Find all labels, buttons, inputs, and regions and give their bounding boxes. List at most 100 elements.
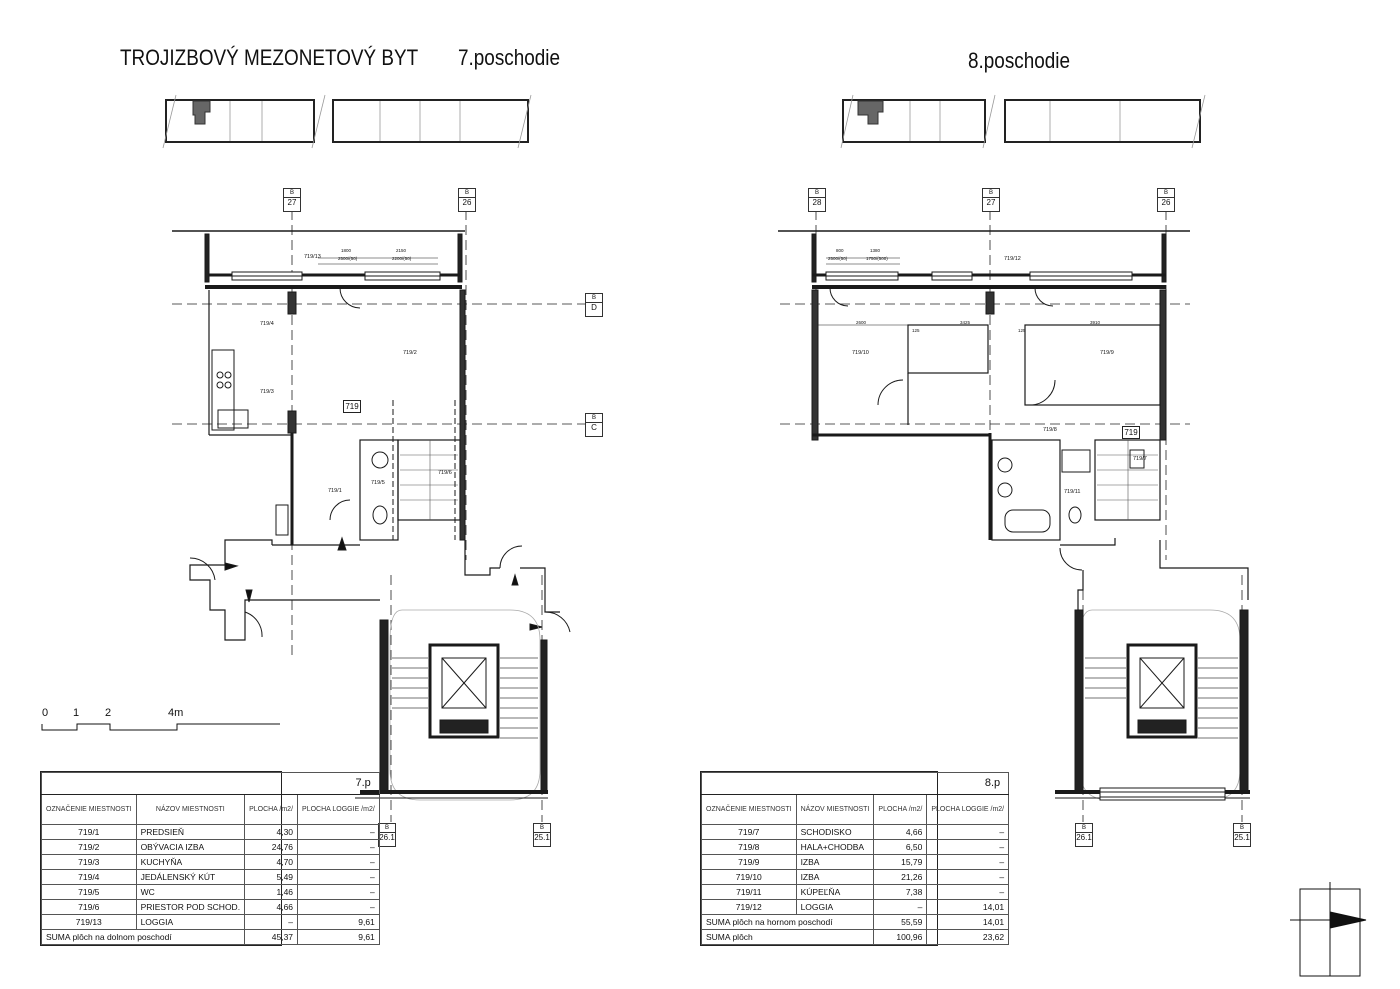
table-cell: 7,38 [873,884,928,900]
room-label: 719/12 [1004,256,1021,262]
sum-label: SUMA plôch na dolnom poschodí [40,929,246,945]
table-cell: 719/10 [701,869,797,885]
table-cell: – [297,899,380,915]
table-cell: JEDÁLENSKÝ KÚT [135,869,246,885]
scale-0: 0 [42,707,49,719]
floor7-title: 7.poschodie [458,45,561,70]
col-header: PLOCHA /m2/ [873,794,928,825]
dim-label: 2500/(50) [828,256,848,261]
floor8-plan [778,210,1250,822]
table-cell: 719/4 [41,869,137,885]
north-arrow-icon [1290,882,1367,977]
dim-label: 125 [1018,328,1026,333]
scale-1: 1 [73,707,80,719]
table-cell: – [297,839,380,855]
room-label: 719/9 [1100,350,1114,356]
table-cell: KÚPEĽŇA [795,884,875,900]
room-label: 719/11 [1064,489,1081,495]
table-cell: – [297,824,380,840]
table-cell: – [926,824,1010,840]
dim-label: 2500/(50) [338,256,358,261]
col-header: NÁZOV MIESTNOSTI [135,794,246,825]
room-label: 719/13 [304,254,321,260]
table-cell: PRIESTOR POD SCHOD. [135,899,246,915]
table-cell: 719/2 [41,839,137,855]
table-cell: 719/9 [701,854,797,870]
sum-loggia: 23,62 [926,929,1010,945]
col-header: PLOCHA LOGGIE /m2/ [926,794,1010,825]
sum-area: 100,96 [873,929,928,945]
table-cell: – [926,869,1010,885]
room-label: 719/8 [1043,427,1057,433]
key-plan-8 [840,94,1206,149]
table-cell: OBÝVACIA IZBA [135,839,246,855]
table-cell: 719/3 [41,854,137,870]
col-header: OZNAČENIE MIESTNOSTI [41,794,137,825]
table-cell: 4,70 [244,854,299,870]
table-cell: 21,26 [873,869,928,885]
table-cell: 14,01 [926,899,1010,915]
floor8-title: 8.poschodie [968,48,1071,73]
apartment-tag: 719 [1122,426,1140,439]
table-cell: 5,49 [244,869,299,885]
table-cell: – [297,884,380,900]
sum-area: 45,37 [244,929,299,945]
table-floor-label: 8.p [700,772,1010,795]
apartment-tag: 719 [343,400,361,413]
dim-label: 1380 [870,248,881,253]
table-cell: – [873,899,928,915]
floor7-plan [172,210,585,822]
table-cell: 4,66 [244,899,299,915]
sum-label: SUMA plôch na hornom poschodí [700,914,875,930]
dim-label: 2600 [856,320,867,325]
table-cell: IZBA [795,854,875,870]
table-cell: 4,30 [244,824,299,840]
dim-label: 1750/(500) [866,256,888,261]
sum-loggia: 9,61 [297,929,380,945]
table-cell: HALA+CHODBA [795,839,875,855]
page-title: TROJIZBOVÝ MEZONETOVÝ BYT [120,45,419,70]
table-cell: – [244,914,299,930]
table-cell: IZBA [795,869,875,885]
table-cell: 15,79 [873,854,928,870]
table-cell: 4,66 [873,824,928,840]
table-cell: 9,61 [297,914,380,930]
col-header: NÁZOV MIESTNOSTI [795,794,875,825]
table-cell: 719/6 [41,899,137,915]
room-label: 719/10 [852,350,869,356]
table-cell: 719/8 [701,839,797,855]
table-cell: 719/11 [701,884,797,900]
room-label: 719/6 [438,470,452,476]
col-header: PLOCHA LOGGIE /m2/ [297,794,380,825]
table-cell: – [297,869,380,885]
table-cell: LOGGIA [135,914,246,930]
room-table-floor8: 8.p OZNAČENIE MIESTNOSTI NÁZOV MIESTNOST… [700,771,1010,946]
scale-2: 2 [105,707,112,719]
col-header: OZNAČENIE MIESTNOSTI [701,794,797,825]
scale-4m: 4m [168,707,184,719]
room-label: 719/3 [260,389,274,395]
table-cell: – [926,854,1010,870]
dim-label: 2150 [396,248,407,253]
room-table-floor7: 7.p OZNAČENIE MIESTNOSTI NÁZOV MIESTNOST… [40,771,380,946]
sum-area: 55,59 [873,914,928,930]
dim-label: 125 [912,328,920,333]
